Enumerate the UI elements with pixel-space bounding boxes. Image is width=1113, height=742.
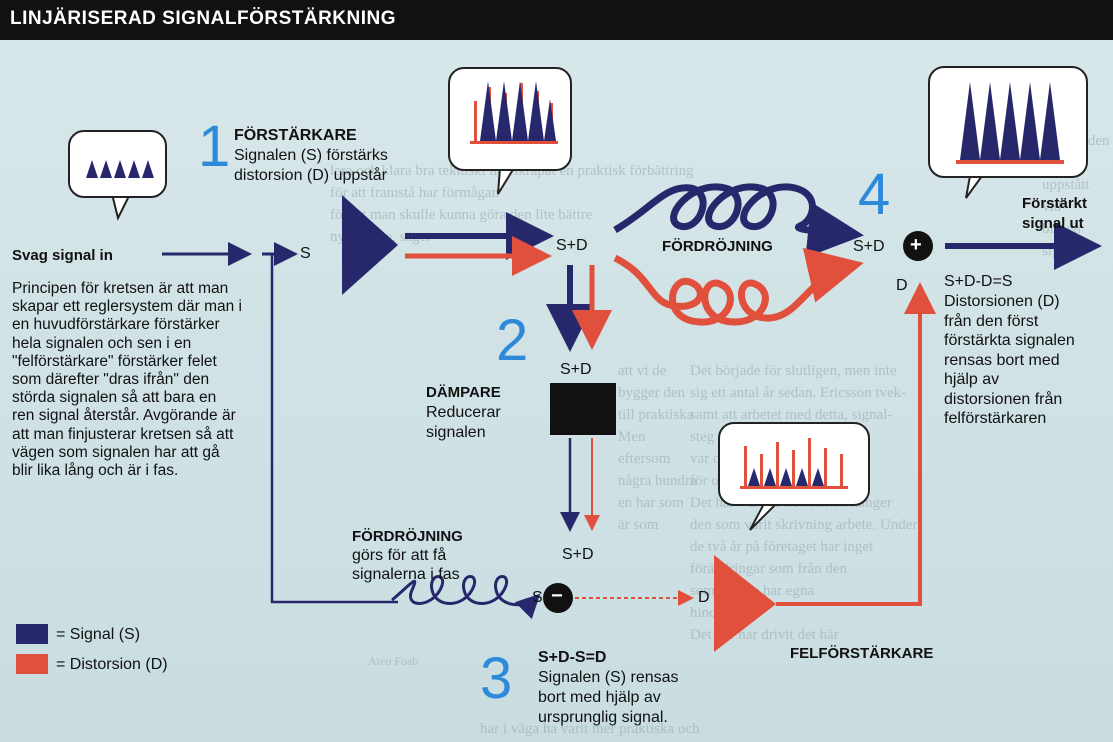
photo-credit: Ateo Foab bbox=[368, 654, 419, 668]
label-d-plus-input: D bbox=[896, 277, 908, 294]
error-amplifier-label: FELFÖRSTÄRKARE bbox=[790, 645, 934, 662]
bg-line: de två år på företaget har inget bbox=[690, 539, 874, 555]
step4-body: Distorsionen (D) från den först förstärk… bbox=[944, 293, 1075, 427]
bg-line: har i väga ha varit mer praktiska och bbox=[480, 721, 700, 737]
error-amplifier-triangle bbox=[714, 555, 776, 652]
label-sd-after-attenuator: S+D bbox=[562, 546, 594, 563]
background-text-bottom: har i väga ha varit mer praktiska och bbox=[480, 718, 950, 740]
delay-top-label: FÖRDRÖJNING bbox=[662, 238, 773, 255]
step-number-4: 4 bbox=[858, 162, 891, 227]
error-spectrum bbox=[740, 438, 848, 489]
step1-line2: distorsion (D) uppstår bbox=[234, 167, 387, 184]
bg-line: Det började för slutligen, men inte bbox=[690, 363, 897, 379]
bg-line: Men eftersom bbox=[618, 429, 671, 467]
bubble-tail-output bbox=[965, 175, 984, 199]
step1-title: FÖRSTÄRKARE bbox=[234, 127, 357, 144]
attenuator-box bbox=[550, 383, 616, 435]
step-number-1: 1 bbox=[198, 114, 231, 179]
step2-line2: signalen bbox=[426, 424, 486, 441]
diagram-title: LINJÄRISERAD SIGNALFÖRSTÄRKNING bbox=[10, 8, 397, 29]
bg-line: samt att arbetet med detta, signal- bbox=[690, 407, 893, 423]
bg-line: uppstått vid bbox=[1042, 177, 1090, 215]
output-label-line1: Förstärkt bbox=[1022, 195, 1088, 212]
bg-line: en har som är som bbox=[618, 495, 684, 533]
input-signal-bubble bbox=[68, 130, 167, 198]
delay-bottom-line1: görs för att få bbox=[352, 547, 447, 564]
split-line-down bbox=[270, 254, 398, 604]
bg-line: den som varit skrivning arbete. Under bbox=[690, 517, 918, 533]
plus-node bbox=[903, 231, 933, 261]
step3-line2: bort med hjälp av bbox=[538, 689, 661, 706]
plus-operator: + bbox=[910, 234, 922, 256]
step2-line1: Reducerar bbox=[426, 404, 501, 421]
label-sd-before-plus: S+D bbox=[853, 238, 885, 255]
step3-line1: Signalen (S) rensas bbox=[538, 669, 679, 686]
output-label-line2: signal ut bbox=[1022, 215, 1084, 232]
label-sd-before-attenuator: S+D bbox=[560, 361, 592, 378]
error-output-path bbox=[776, 282, 936, 606]
step1-line1: Signalen (S) förstärks bbox=[234, 147, 388, 164]
input-label: Svag signal in bbox=[12, 247, 113, 264]
title-bar: LINJÄRISERAD SIGNALFÖRSTÄRKNING bbox=[0, 0, 1113, 40]
step3-title: S+D-S=D bbox=[538, 649, 607, 666]
principle-description: Principen för kretsen är att man skapar … bbox=[12, 280, 243, 480]
bubble-tail-amp bbox=[497, 167, 516, 195]
top-delay-coil-signal bbox=[613, 183, 864, 258]
step-number-2: 2 bbox=[496, 308, 529, 373]
background-text-center: att vi de bygger den till praktiska Men … bbox=[618, 360, 698, 536]
step-number-3: 3 bbox=[480, 646, 513, 711]
amplified-spectrum bbox=[470, 81, 558, 144]
minus-operator: − bbox=[551, 585, 563, 607]
legend-signal-label: = Signal (S) bbox=[56, 626, 141, 643]
bg-line: några hundra bbox=[618, 473, 697, 489]
label-sd-after-amp: S+D bbox=[556, 237, 588, 254]
step3-line3: ursprunglig signal. bbox=[538, 709, 668, 726]
bg-line: sig ett antal år sedan. Ericsson tvek- bbox=[690, 385, 907, 401]
minus-node bbox=[543, 583, 573, 613]
main-amplifier-triangle bbox=[342, 195, 398, 295]
delay-bottom-title: FÖRDRÖJNING bbox=[352, 528, 463, 545]
label-s-input: S bbox=[300, 245, 311, 262]
legend-distortion-label: = Distorsion (D) bbox=[56, 656, 168, 673]
amplified-signal-bubble bbox=[448, 67, 572, 171]
error-signal-bubble bbox=[718, 422, 870, 506]
step4-title: S+D-D=S bbox=[944, 273, 1013, 290]
legend-signal-swatch bbox=[16, 624, 48, 644]
output-signal-bubble bbox=[928, 66, 1088, 178]
legend-distortion-swatch bbox=[16, 654, 48, 674]
weak-signal-spectrum bbox=[86, 160, 154, 178]
label-s-minus-input: S bbox=[532, 589, 543, 606]
clean-output-spectrum bbox=[956, 82, 1064, 164]
bg-line: för att framstå har förmågan bbox=[330, 185, 500, 201]
label-d-difference: D bbox=[698, 589, 710, 606]
bg-line: att vi de bygger den till praktiska bbox=[618, 363, 694, 423]
delay-bottom-line2: signalerna i fas bbox=[352, 566, 460, 583]
bottom-delay-coil bbox=[391, 575, 541, 620]
top-delay-coil-distortion bbox=[613, 247, 864, 326]
step2-title: DÄMPARE bbox=[426, 384, 501, 401]
